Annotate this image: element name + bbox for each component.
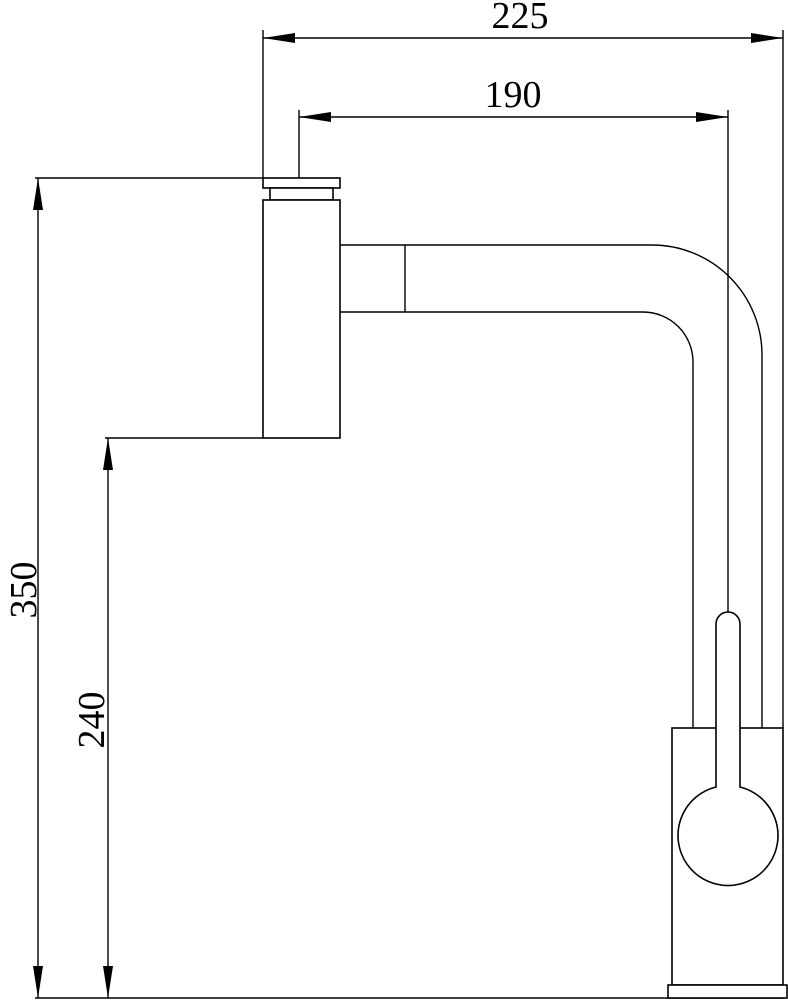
arrow-right-icon: [751, 33, 783, 43]
dimension-overall-width: 225: [262, 0, 784, 728]
arrow-right-icon: [696, 112, 728, 122]
spray-head-cap: [262, 177, 341, 189]
arrow-down-icon: [103, 966, 113, 998]
label-overall-height: 350: [3, 562, 45, 619]
label-spout-reach: 190: [485, 74, 542, 116]
dimension-spout-height: 240: [71, 437, 263, 998]
dimension-spout-reach: 190: [298, 74, 729, 612]
faucet-outline: [262, 177, 788, 999]
arrow-left-icon: [263, 33, 295, 43]
label-spout-height: 240: [71, 692, 113, 749]
arrow-down-icon: [33, 966, 43, 998]
dimension-overall-height: 350: [3, 177, 263, 998]
spray-head-body: [262, 199, 341, 439]
spout-outer-edge: [340, 244, 763, 728]
spout-inner-edge: [340, 311, 694, 728]
arrow-up-icon: [103, 438, 113, 470]
arrow-up-icon: [33, 178, 43, 210]
spray-head-neck: [269, 187, 334, 201]
faucet-base-foot: [667, 984, 788, 999]
handle-lever: [677, 611, 779, 887]
arrow-left-icon: [299, 112, 331, 122]
label-overall-width: 225: [492, 0, 549, 37]
